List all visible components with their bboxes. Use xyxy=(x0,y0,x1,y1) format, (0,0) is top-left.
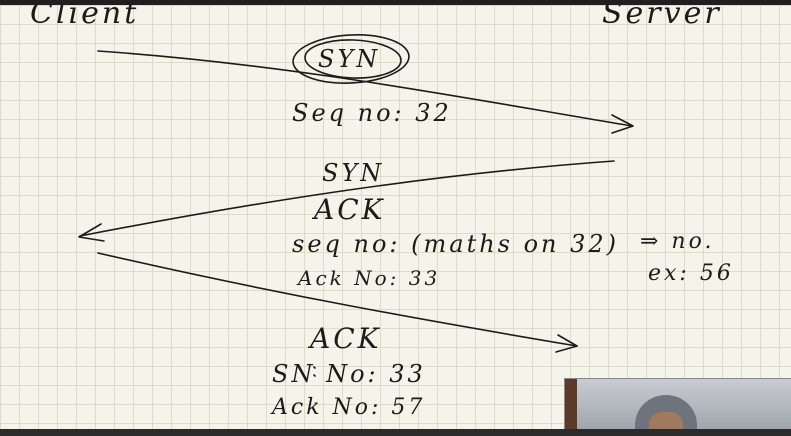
syn-arrowhead xyxy=(611,114,634,134)
ack-arrow xyxy=(97,252,578,347)
syn-seq-number: Seq no: 32 xyxy=(292,99,452,127)
webcam-door-frame xyxy=(565,379,577,429)
whiteboard-canvas: Client Server SYN Seq no: 32 SYN ACK seq… xyxy=(0,5,791,429)
syn-ack-arrow xyxy=(79,160,615,237)
ack-sn-number: SN No: 33 xyxy=(272,360,426,388)
syn-ack-arrowhead xyxy=(78,223,105,242)
syn-ack-ack-number: Ack No: 33 xyxy=(298,266,441,290)
client-label: Client xyxy=(30,5,140,31)
syn-circle-outer xyxy=(292,34,410,84)
syn-title: SYN xyxy=(318,45,381,73)
presenter-face xyxy=(649,412,683,429)
syn-circle-inner xyxy=(304,39,402,79)
syn-ack-title-syn: SYN xyxy=(322,159,385,187)
syn-ack-seq-number: seq no: (maths on 32) xyxy=(292,230,620,258)
ack-title: ACK xyxy=(310,322,382,355)
ack-ack-number: Ack No: 57 xyxy=(272,395,426,420)
syn-arrow xyxy=(97,50,633,127)
sn-colon-dots xyxy=(313,366,316,377)
server-label: Server xyxy=(602,5,722,31)
syn-ack-note: ⇒ no. xyxy=(640,229,715,254)
webcam-overlay xyxy=(564,378,791,429)
syn-ack-example: ex: 56 xyxy=(648,261,734,286)
handshake-arrows xyxy=(78,34,634,377)
syn-ack-title-ack: ACK xyxy=(314,193,386,226)
ack-arrowhead xyxy=(555,334,578,353)
bottom-bar xyxy=(0,429,791,436)
